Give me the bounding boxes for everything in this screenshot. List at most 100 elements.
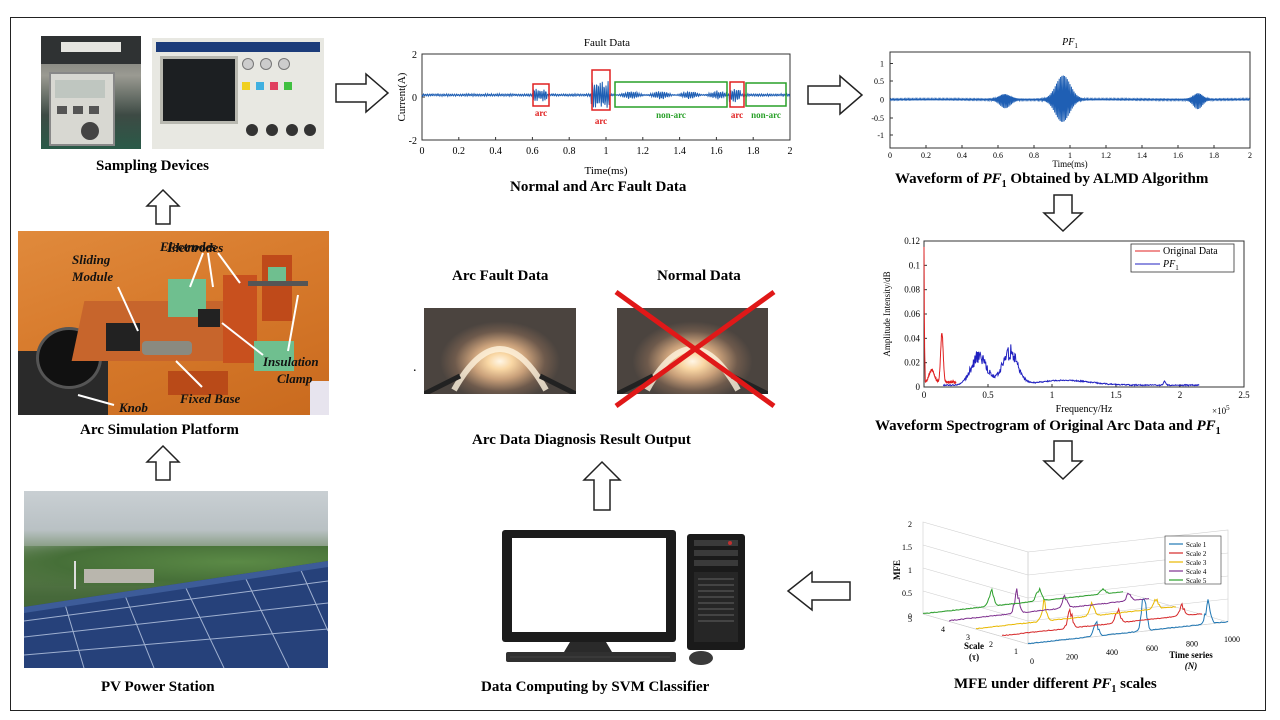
pf1-xtick: 0.6 [993,151,1003,160]
left-arrow-icon [786,570,851,612]
spectrum-ytick: 0.1 [909,260,920,270]
up-arrow-icon [582,460,622,511]
mfe-scale-symbol: (τ) [969,652,979,662]
pf1-ytick: -0.5 [871,114,884,123]
arc-label-3: arc [731,110,743,120]
fault-xtick: 2 [788,146,793,157]
red-cross-icon [614,289,776,409]
caption-spectrogram: Waveform Spectrogram of Original Arc Dat… [875,418,1221,437]
caption-normal-and-arc: Normal and Arc Fault Data [510,179,687,195]
mfe-legend-item: Scale 5 [1186,577,1207,585]
down-arrow-icon [1042,440,1084,481]
fault-ytick: 0 [412,93,417,104]
spectrum-xtick: 2.5 [1238,390,1250,400]
fault-xtick: 1.6 [710,146,723,157]
fault-ytick: 2 [412,50,417,61]
caption-pv-power-station: PV Power Station [101,679,215,695]
spectrum-ytick: 0.04 [904,333,920,343]
up-arrow-icon [145,188,181,225]
fault-xtick: 1.8 [747,146,760,157]
caption-svm: Data Computing by SVM Classifier [481,679,710,695]
mfe-time-symbol: (N) [1185,661,1198,671]
fault-xtick: 0.8 [563,146,576,157]
down-arrow-icon [1042,194,1084,233]
pf1-ytick: 1 [880,60,884,69]
label-module: Module [72,269,114,284]
caption-sampling-devices: Sampling Devices [96,158,209,174]
pf1-xtick: 1.2 [1101,151,1111,160]
normal-data-title: Normal Data [657,268,741,284]
mfe-series-line [1027,598,1229,645]
arc-label-2: arc [595,116,607,126]
mfe-legend-item: Scale 1 [1186,541,1207,549]
legend-original-data: Original Data [1163,246,1218,257]
pf1-xtick: 1 [1068,151,1072,160]
nonarc-box-1 [614,81,728,108]
mfe-time-tick: 600 [1146,644,1158,653]
fault-chart-title: Fault Data [584,37,630,49]
right-arrow-icon [807,74,864,116]
label-sliding: Sliding [72,252,111,267]
arc-label-1: arc [535,108,547,118]
fault-xtick: 0 [420,146,425,157]
platform-pointer-lines [77,252,299,406]
pf1-xtick: 1.4 [1137,151,1147,160]
computer-illustration [502,530,745,665]
legend-pf1: PF1 [1162,259,1179,272]
mfe-zlabel: MFE [892,560,902,580]
fault-chart-xlabel: Time(ms) [585,165,628,177]
mfe-legend-item: Scale 3 [1186,559,1207,567]
nonarc-box-2 [745,82,787,107]
pf1-xtick: 0.8 [1029,151,1039,160]
caption-arc-simulation-platform: Arc Simulation Platform [80,422,239,438]
spectrum-chart: Amplitude Intensity/dB 0.120.10.080.060.… [882,236,1250,416]
label-insulation: Insulation [263,354,319,369]
fault-xtick: 0.4 [489,146,502,157]
fault-xtick: 1.2 [637,146,650,157]
spectrum-ytick: 0 [916,382,921,392]
mfe-scale-tick: 4 [941,625,945,634]
caption-mfe: MFE under different PF1 scales [954,676,1157,695]
mfe-ztick: 2 [908,520,912,529]
nonarc-label-2: non-arc [751,110,781,120]
spectrum-legend: Original Data PF1 [1130,243,1235,273]
mfe-scale-tick: 5 [908,615,912,624]
pf1-xtick: 1.8 [1209,151,1219,160]
pf1-xtick: 0.2 [921,151,931,160]
mfe-series-line [948,588,1150,622]
mfe-time-tick: 400 [1106,648,1118,657]
oscilloscope-photo [152,38,324,149]
fault-xtick: 1 [604,146,609,157]
up-arrow-icon [145,444,181,481]
mfe-scale-label: Scale [964,641,984,651]
spectrum-ytick: 0.02 [904,358,920,368]
spectrum-multiplier: ×105 [1212,404,1230,416]
mfe-legend-item: Scale 2 [1186,550,1207,558]
pf1-xtick: 0 [888,151,892,160]
right-arrow-icon [335,72,390,114]
mfe-time-tick: 200 [1066,653,1078,662]
spectrum-xtick: 1.5 [1110,390,1122,400]
caption-waveform-pf1: Waveform of PF1 Obtained by ALMD Algorit… [895,171,1209,190]
pf1-xtick: 2 [1248,151,1252,160]
spectrum-xtick: 0 [922,390,927,400]
fault-ytick: -2 [409,136,417,147]
pf1-ytick: -1 [877,131,884,140]
fault-xtick: 1.4 [673,146,686,157]
pf1-xtick: 0.4 [957,151,967,160]
spectrum-ytick: 0.12 [904,236,920,246]
label-electrodes-text: Electrodes [167,240,224,255]
fault-xtick: 0.6 [526,146,539,157]
fault-annotations: arc arc non-arc arc non-arc [532,69,787,126]
mfe-scale-tick: 1 [1014,647,1018,656]
mfe-legend-item: Scale 4 [1186,568,1207,576]
arc-box-3 [729,81,745,108]
mfe-ztick: 0.5 [902,589,912,598]
pf1-ytick: 0.5 [874,77,884,86]
arc-fault-image [424,308,576,394]
mfe-series-line [975,598,1177,630]
spectrum-ytick: 0.06 [904,309,920,319]
